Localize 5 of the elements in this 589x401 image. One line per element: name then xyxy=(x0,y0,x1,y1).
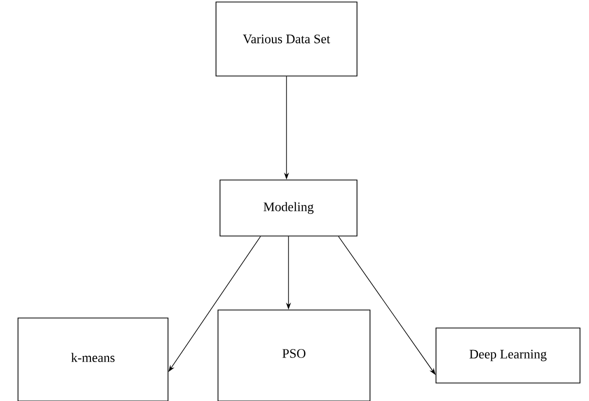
process-box: Deep Learning xyxy=(436,328,580,384)
process-box: PSO xyxy=(218,310,370,401)
process-box: k-means xyxy=(18,318,168,401)
process-box: Various Data Set xyxy=(216,2,358,76)
process-box: Modeling xyxy=(220,180,358,236)
